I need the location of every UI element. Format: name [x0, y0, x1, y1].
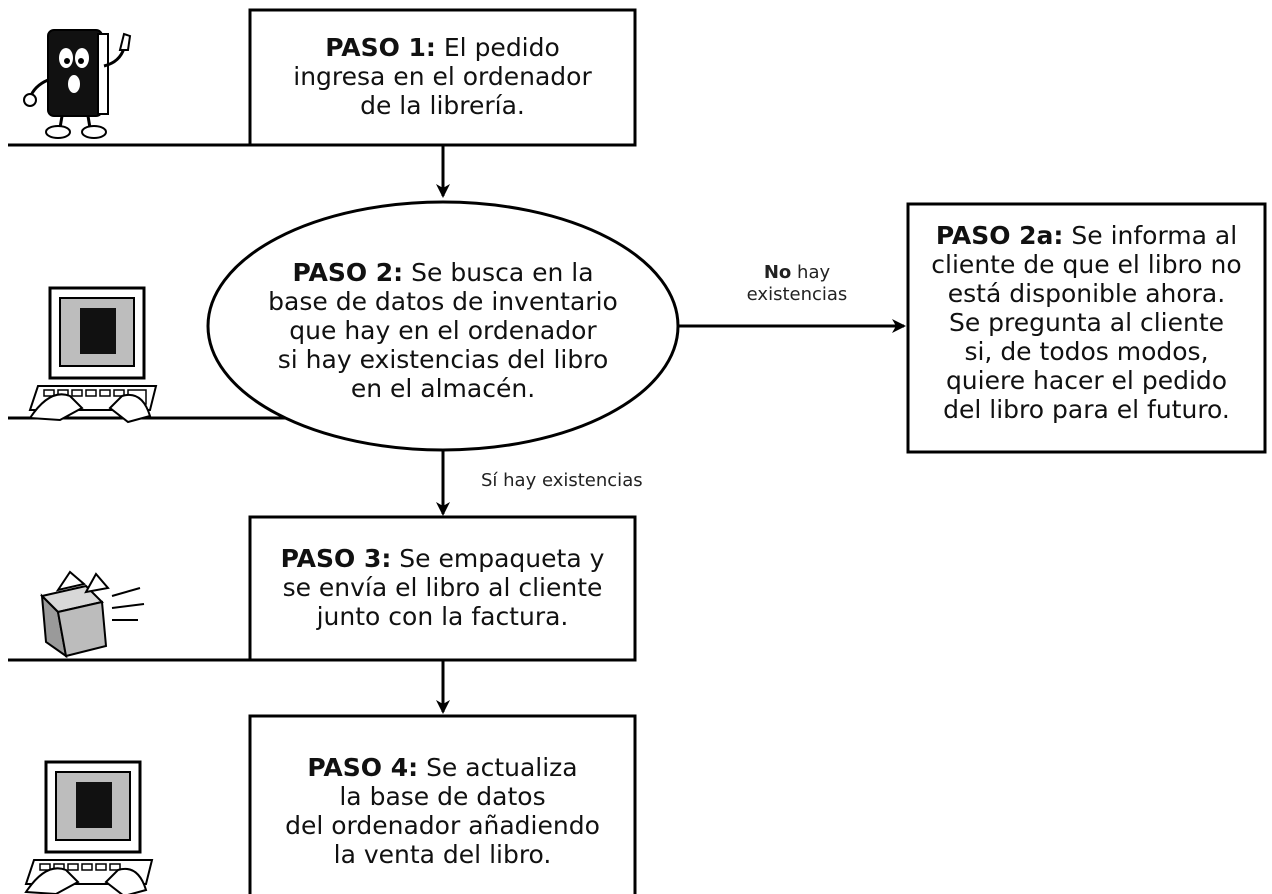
- step-2-line-2: base de datos de inventario: [268, 287, 618, 316]
- step-2a-label: PASO 2a:: [935, 221, 1064, 250]
- step-1-label: PASO 1:: [325, 33, 436, 62]
- edge-label-in-stock: Sí hay existencias: [481, 470, 643, 491]
- book-mascot-icon: [23, 29, 132, 139]
- step-2-line-3: que hay en el ordenador: [289, 316, 597, 345]
- step-3-text: PASO 3: Se empaqueta y se envía el libro…: [252, 544, 633, 631]
- step-4-line-3: del ordenador añadiendo: [285, 811, 600, 840]
- step-4-label: PASO 4:: [307, 753, 419, 782]
- step-4-box: [248, 714, 637, 894]
- step-4-line-2: la base de datos: [339, 782, 546, 811]
- step-2-line-1: Se busca en la: [411, 258, 594, 287]
- step-2a-line-6: quiere hacer el pedido: [945, 366, 1228, 395]
- computer-typing-icon: [28, 286, 158, 424]
- step-4-line-4: la venta del libro.: [333, 840, 552, 869]
- step-4-text: PASO 4: Se actualiza la base de datos de…: [252, 753, 633, 869]
- step-2a-box: [906, 202, 1267, 454]
- step-2a-line-4: Se pregunta al cliente: [948, 308, 1225, 337]
- package-delivery-icon: [40, 570, 145, 659]
- edge-label-no-rest: hay: [797, 262, 831, 283]
- step-1-text: PASO 1: El pedido ingresa en el ordenado…: [252, 33, 633, 120]
- step-1-line-3: de la librería.: [360, 91, 525, 120]
- edge-label-no-stock: No hay existencias: [727, 262, 867, 306]
- step-2a-text: PASO 2a: Se informa al cliente de que el…: [910, 221, 1263, 424]
- step-3-line-2: se envía el libro al cliente: [282, 573, 603, 602]
- step-2a-line-1: Se informa al: [1071, 221, 1238, 250]
- edge-label-no: No: [763, 262, 792, 283]
- step-2a-line-3: está disponible ahora.: [947, 279, 1226, 308]
- computer-typing-icon: [24, 760, 154, 894]
- step-1-line-2: ingresa en el ordenador: [293, 62, 592, 91]
- step-2a-line-2: cliente de que el libro no: [931, 250, 1242, 279]
- step-2a-line-7: del libro para el futuro.: [943, 395, 1230, 424]
- step-4-line-1: Se actualiza: [426, 753, 578, 782]
- step-2a-line-5: si, de todos modos,: [964, 337, 1209, 366]
- step-1-line-1: El pedido: [443, 33, 560, 62]
- step-2-label: PASO 2:: [292, 258, 404, 287]
- step-3-line-3: junto con la factura.: [316, 602, 569, 631]
- step-3-line-1: Se empaqueta y: [399, 544, 605, 573]
- step-3-label: PASO 3:: [280, 544, 392, 573]
- edge-label-no-line-2: existencias: [746, 284, 848, 305]
- step-2-text: PASO 2: Se busca en la base de datos de …: [243, 258, 643, 403]
- step-2-line-4: si hay existencias del libro: [277, 345, 609, 374]
- step-2-line-5: en el almacén.: [350, 374, 536, 403]
